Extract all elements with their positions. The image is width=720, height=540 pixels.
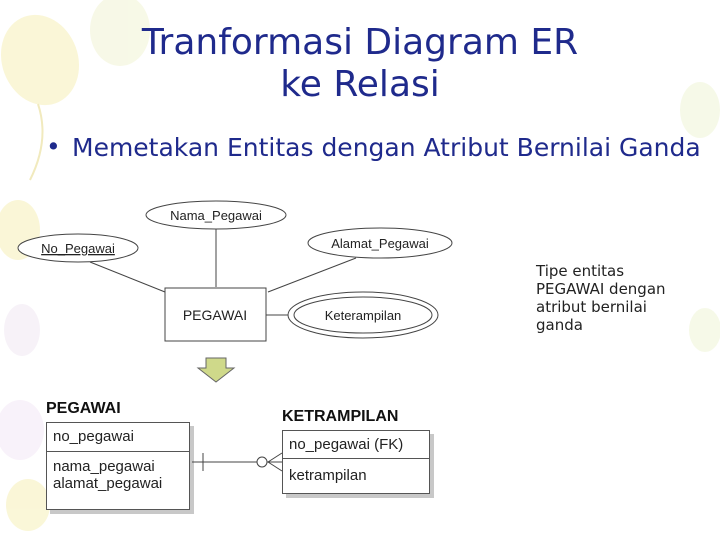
attr-ellipse-multivalued-inner [293,296,433,334]
crowfoot-bottom [267,461,283,472]
relation-ketrampilan-table: no_pegawai (FK) ketrampilan [282,430,430,494]
crowfoot-top [267,452,283,463]
transform-arrow-icon [196,357,236,383]
relation-pegawai-table: no_pegawai nama_pegawai alamat_pegawai [46,422,190,510]
attr-ellipse-alamat [307,227,453,259]
side-note: Tipe entitas PEGAWAI dengan atribut bern… [536,262,666,334]
attr-alamat-label: Alamat_Pegawai [331,236,429,251]
attr-ellipse-no [17,233,139,263]
attr-ellipse-nama [145,200,287,230]
relation-ketrampilan-key: no_pegawai (FK) [289,436,404,453]
line-no [89,261,166,293]
relation-ketrampilan-attrs: ketrampilan [289,467,367,484]
attr-no-label: No_Pegawai [41,241,115,256]
relation-ketrampilan-title: KETRAMPILAN [282,408,399,425]
bullet-text: Memetakan Entitas dengan Atribut Bernila… [72,133,701,162]
relation-pegawai-attrs: nama_pegawai alamat_pegawai [53,458,163,492]
attr-nama-label: Nama_Pegawai [170,208,262,223]
relation-pegawai-title: PEGAWAI [46,400,121,417]
slide-title: Tranformasi Diagram ER ke Relasi [141,22,579,105]
entity-box [164,287,267,342]
attr-multivalued-label: Keterampilan [325,308,402,323]
relation-ketrampilan-divider [283,458,429,459]
entity-label: PEGAWAI [183,307,247,323]
bullet-marker: • [46,132,61,161]
zero-marker [256,456,268,468]
relation-pegawai-key: no_pegawai [53,428,134,445]
relation-pegawai-divider [47,451,189,452]
line-alamat [267,257,357,293]
